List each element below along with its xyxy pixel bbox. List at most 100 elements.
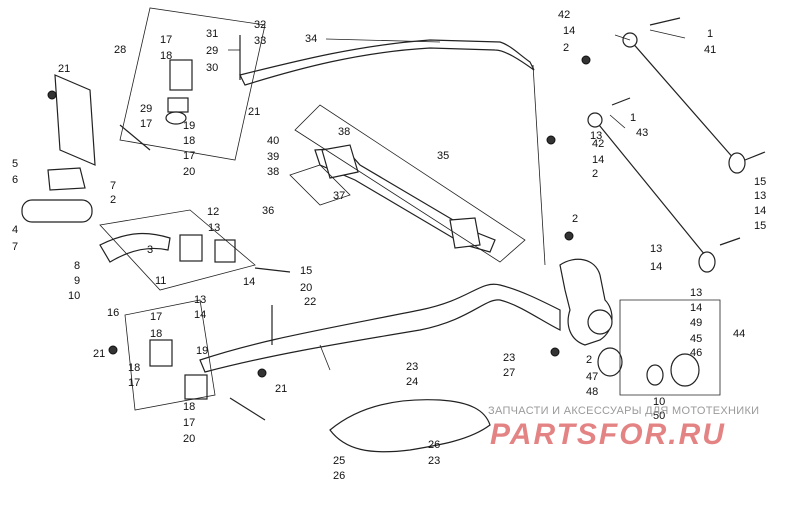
callout-18: 18 [183,135,196,147]
nut-21-b [108,345,118,355]
pivot-bushing-upper [169,59,193,91]
callout-38: 38 [267,166,280,178]
callout-2: 2 [563,42,570,54]
callout-42: 42 [558,9,571,21]
callout-4: 4 [12,224,19,236]
stabilizer-link [99,232,171,263]
callout-20: 20 [183,433,196,445]
nut-2-b [546,135,556,145]
callout-21: 21 [58,63,71,75]
callout-19: 19 [183,120,196,132]
callout-1: 1 [707,28,714,40]
callout-35: 35 [437,150,450,162]
bolt-20-upper [119,124,151,151]
callout-10: 10 [68,290,81,302]
callout-29: 29 [140,103,153,115]
bolt-15-right-b [719,237,741,246]
callout-23: 23 [406,361,419,373]
group-box-16 [124,299,216,411]
callout-21: 21 [93,348,106,360]
callout-14: 14 [563,25,576,37]
watermark-tagline: ЗАПЧАСТИ И АКСЕССУАРЫ ДЛЯ МОТОТЕХНИКИ [488,405,760,417]
callout-2: 2 [110,194,117,206]
nut-2-d [550,347,560,357]
bolt-1-upper [649,17,681,26]
leader-lines [228,29,686,371]
callout-44: 44 [733,328,746,340]
callout-45: 45 [690,333,703,345]
bolt-1-lower [611,97,631,106]
callout-24: 24 [406,376,419,388]
pivot-bushing-c [149,339,173,367]
hub-bushing-a [597,347,623,377]
stabilizer-bracket [47,167,86,191]
callout-26: 26 [333,470,346,482]
pivot-bushing-d [184,374,208,400]
callout-14: 14 [650,261,663,273]
bushing-lower [698,251,716,273]
callout-43: 43 [636,127,649,139]
bolt-20-lower [229,397,266,421]
callout-41: 41 [704,44,717,56]
callout-14: 14 [754,205,767,217]
callout-6: 6 [12,174,19,186]
callout-17: 17 [183,417,196,429]
callout-17: 17 [160,34,173,46]
callout-39: 39 [267,151,280,163]
callout-30: 30 [206,62,219,74]
callout-36: 36 [262,205,275,217]
callout-26: 26 [428,439,441,451]
callout-10: 10 [653,396,666,408]
callout-42: 42 [592,138,605,150]
callout-48: 48 [586,386,599,398]
callout-14: 14 [243,276,256,288]
tie-rod-lower [594,119,706,256]
mounting-bracket [54,74,96,166]
nut-21-c [257,368,267,378]
callout-14: 14 [690,302,703,314]
callout-32: 32 [254,19,267,31]
pivot-bushing-b [214,239,236,263]
callout-17: 17 [140,118,153,130]
tie-rod-upper [629,39,736,161]
callout-50: 50 [653,410,666,422]
nut-2-a [581,55,591,65]
callout-12: 12 [207,206,220,218]
group-box-36 [289,164,351,206]
hub-bushing-b [670,353,700,387]
callout-46: 46 [690,347,703,359]
pivot-bushing-mid [167,97,189,113]
callout-21: 21 [248,106,261,118]
knuckle-bore [587,309,613,335]
hub-bushing-c [646,364,664,386]
callout-31: 31 [206,28,219,40]
callout-13: 13 [650,243,663,255]
callout-18: 18 [128,362,141,374]
callout-38: 38 [338,126,351,138]
bushing-upper [728,152,746,174]
callout-18: 18 [150,328,163,340]
callout-8: 8 [74,260,81,272]
callout-14: 14 [592,154,605,166]
callout-28: 28 [114,44,127,56]
callout-29: 29 [206,45,219,57]
callout-23: 23 [428,455,441,467]
callout-13: 13 [208,222,221,234]
bolt-15 [254,267,291,273]
callout-13: 13 [754,190,767,202]
callout-5: 5 [12,158,19,170]
callout-15: 15 [754,176,767,188]
callout-27: 27 [503,367,516,379]
upper-stabilizer-rod [239,39,535,86]
callout-2: 2 [572,213,579,225]
cv-boot-inner [321,144,359,179]
group-box-35 [294,104,526,263]
callout-15: 15 [300,265,313,277]
callout-1: 1 [630,112,637,124]
callout-49: 49 [690,317,703,329]
callout-14: 14 [194,309,207,321]
callout-22: 22 [304,296,317,308]
pivot-bushing-lower [165,111,187,125]
